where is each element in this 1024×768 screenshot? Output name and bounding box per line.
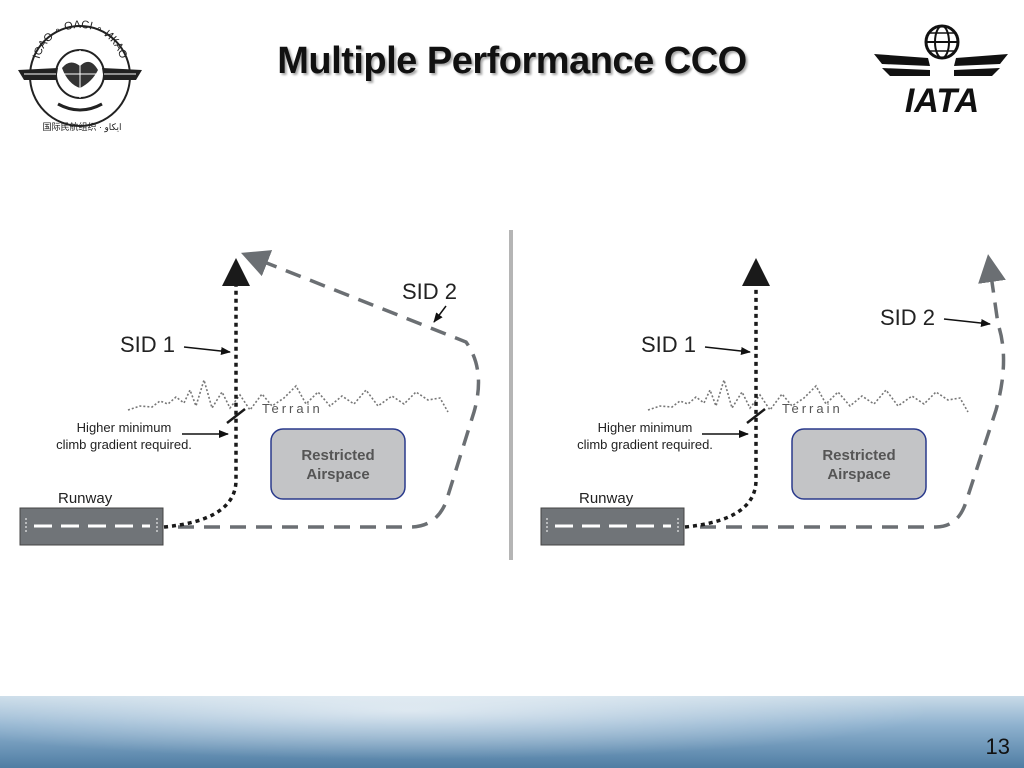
- sid1-label: SID 1: [641, 332, 696, 357]
- footer-sky-banner: 13: [0, 696, 1024, 768]
- terrain-label: Terrain: [782, 401, 843, 416]
- sid2-label: SID 2: [880, 305, 935, 330]
- terrain-line: [647, 377, 969, 413]
- climb-note-line1: Higher minimum: [77, 420, 172, 435]
- climb-note-line2: climb gradient required.: [56, 437, 192, 452]
- sid1-label: SID 1: [120, 332, 175, 357]
- sid2-path: [178, 250, 481, 529]
- runway-label: Runway: [58, 490, 113, 507]
- restricted-airspace: [791, 428, 927, 500]
- climb-note-line2: climb gradient required.: [577, 437, 713, 452]
- restricted-label-line2: Airspace: [827, 466, 890, 483]
- restricted-label-line1: Restricted: [301, 447, 374, 464]
- sid1-path: [163, 258, 250, 529]
- runway-label: Runway: [579, 490, 634, 507]
- sid1-path: [684, 258, 770, 529]
- sid2-path: [700, 254, 1006, 529]
- restricted-label-line2: Airspace: [306, 466, 369, 483]
- terrain-label: Terrain: [262, 401, 323, 416]
- page-number: 13: [985, 734, 1010, 759]
- right-panel: Terrain Restricted Airspace Runway SID 1…: [540, 254, 1006, 546]
- icao-bottom-text: 国际民航组织 · ايكاو: [42, 121, 121, 133]
- slide-title: Multiple Performance CCO: [277, 40, 747, 82]
- icao-logo: ICAO ∘ OACI ∘ ИКАО 国际民航组织 · ايكاو: [18, 19, 142, 133]
- iata-wordmark: IATA: [905, 82, 979, 118]
- restricted-label-line1: Restricted: [822, 447, 895, 464]
- climb-note-line1: Higher minimum: [598, 420, 693, 435]
- iata-logo: IATA: [874, 24, 1008, 118]
- left-panel: Terrain Restricted Airspace Runway SID 1…: [19, 250, 481, 546]
- restricted-airspace: [270, 428, 406, 500]
- terrain-line: [127, 377, 449, 413]
- sid2-label: SID 2: [402, 279, 457, 304]
- cco-diagram: Terrain Restricted Airspace Runway SID 1…: [19, 230, 1006, 560]
